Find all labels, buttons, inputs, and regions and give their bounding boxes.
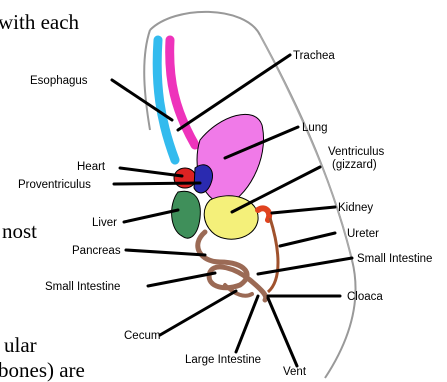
label-cecum: Cecum <box>124 330 160 342</box>
liver-leader-line <box>124 210 178 222</box>
vent-leader-line <box>268 298 297 366</box>
label-vent: Vent <box>283 366 307 378</box>
small-intestine-right-leader-line <box>258 258 352 274</box>
heart-leader-line <box>120 168 182 176</box>
label-lung: Lung <box>302 122 328 134</box>
esophagus-organ <box>170 40 195 145</box>
label-proventriculus: Proventriculus <box>18 179 91 191</box>
label-small-intestine-left: Small Intestine <box>45 281 120 293</box>
label-liver: Liver <box>92 217 117 229</box>
label-trachea: Trachea <box>293 50 335 62</box>
heart-organ <box>174 168 196 188</box>
label-kidney: Kidney <box>338 202 373 214</box>
cecum-leader-line <box>160 291 236 335</box>
label-large-intestine: Large Intestine <box>185 354 261 366</box>
ureter-leader-line <box>280 233 335 246</box>
label-pancreas: Pancreas <box>72 245 121 257</box>
label-ureter: Ureter <box>347 228 379 240</box>
ureter-organ <box>268 218 278 292</box>
label-ventriculus: Ventriculus <box>328 146 385 158</box>
proventriculus-leader-line <box>114 183 200 184</box>
large-intestine-leader-line <box>236 296 258 352</box>
pancreas-leader-line <box>126 250 205 255</box>
label-cloaca: Cloaca <box>347 291 383 303</box>
kidney-leader-line <box>272 207 335 213</box>
label-heart: Heart <box>77 161 106 173</box>
label-gizzard: (gizzard) <box>332 159 377 171</box>
label-esophagus: Esophagus <box>30 75 88 87</box>
lung-organ <box>197 114 264 205</box>
label-small-intestine-right: Small Intestine <box>357 253 432 265</box>
small-intestine-left-leader-line <box>148 273 215 286</box>
kidney-organ <box>258 208 269 220</box>
liver-organ <box>172 191 201 238</box>
